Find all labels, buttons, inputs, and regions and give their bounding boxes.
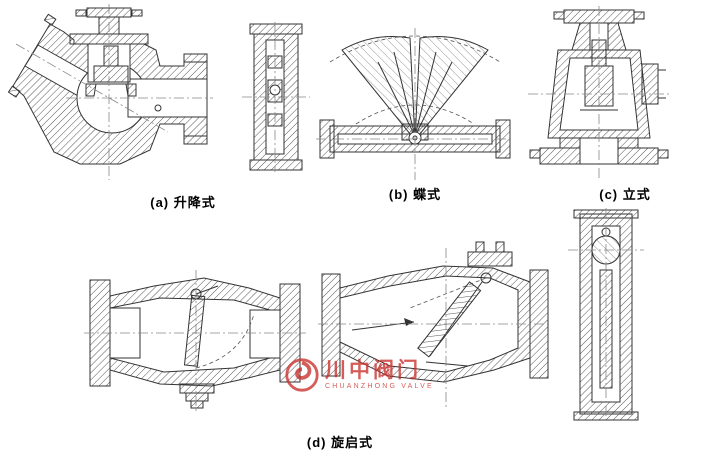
caption-butterfly-type: (b) 蝶式: [388, 187, 442, 202]
butterfly-check-valve-drawing: [316, 28, 514, 180]
butterfly-check-side-section-drawing: [242, 22, 310, 172]
swing-check-valve-closed-drawing: [84, 270, 306, 412]
lift-check-valve-drawing: [8, 4, 213, 180]
vertical-check-valve-drawing: [528, 6, 670, 180]
caption-lift-type: (a) 升降式: [150, 195, 216, 210]
caption-swing-type: (d) 旋启式: [306, 435, 374, 450]
swing-check-valve-open-drawing: [318, 241, 552, 408]
caption-vertical-type: (c) 立式: [599, 187, 651, 202]
swing-check-side-section-drawing: [568, 208, 644, 422]
